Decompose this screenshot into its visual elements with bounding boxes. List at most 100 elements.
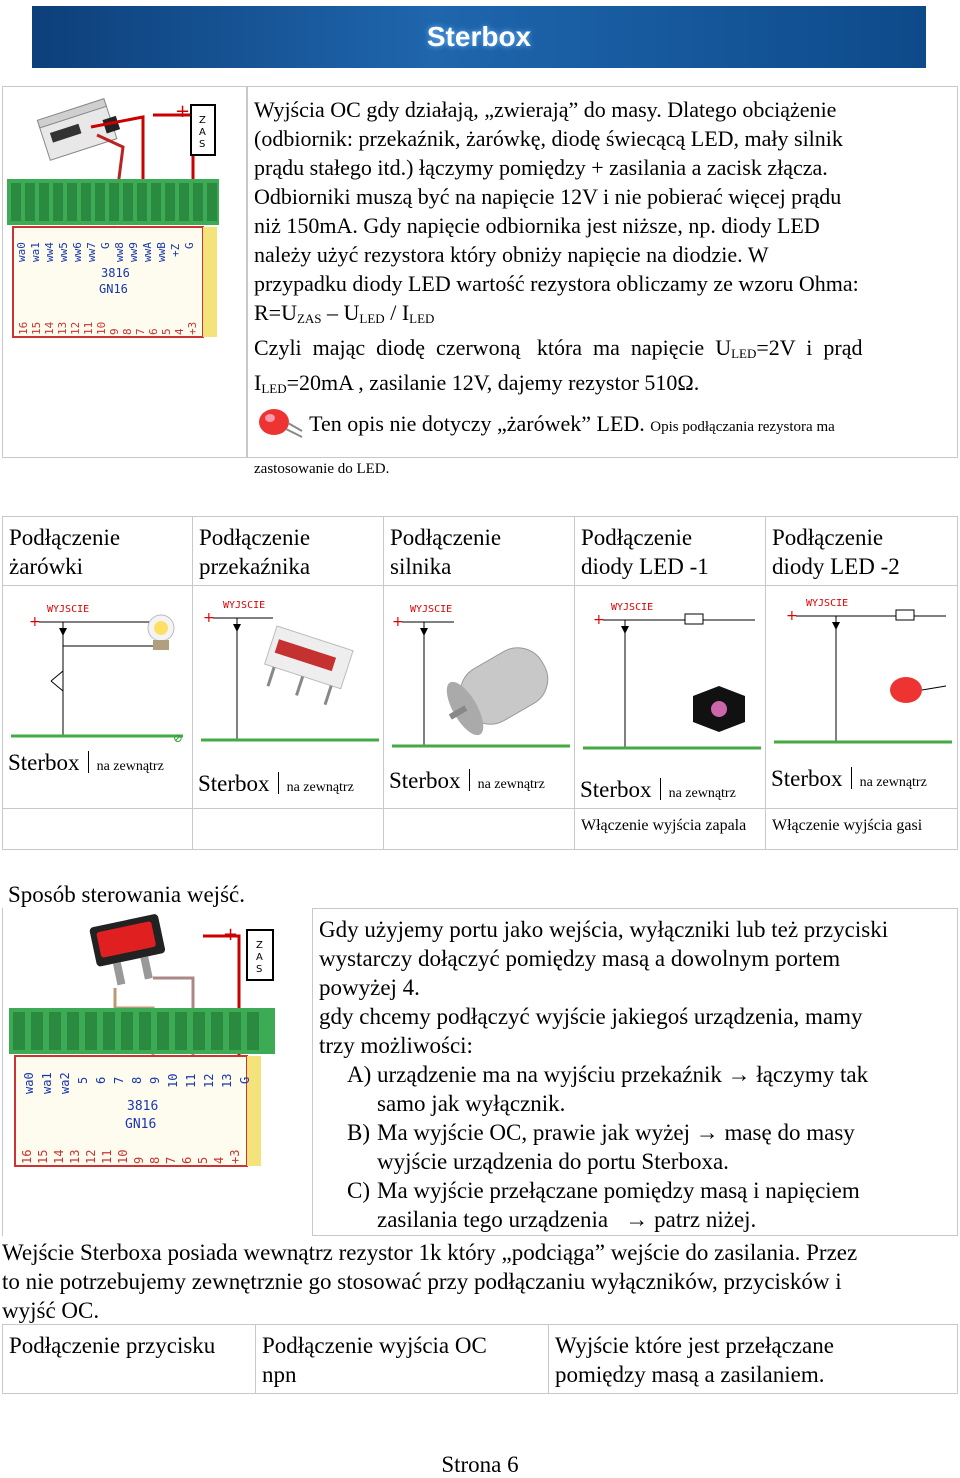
svg-text:14: 14 — [43, 321, 56, 335]
diagram-led-1: WYJSCIE + — [574, 585, 766, 809]
svg-text:WYJSCIE: WYJSCIE — [611, 602, 653, 613]
svg-text:wa2: wa2 — [58, 1072, 72, 1094]
svg-text:S: S — [256, 964, 262, 975]
svg-text:13: 13 — [68, 1150, 82, 1164]
led-note: Ten opis nie dotyczy „żarówek” LED. Opis… — [254, 405, 951, 443]
svg-text:+: + — [223, 924, 238, 945]
desc-line: Odbiorniki muszą być na napięcie 12V i n… — [254, 184, 842, 209]
svg-text:Z: Z — [199, 115, 206, 126]
svg-text:ww9: ww9 — [127, 242, 140, 262]
page-number: Strona 6 — [441, 1452, 519, 1477]
svg-text:14: 14 — [52, 1150, 66, 1164]
plus-label: + — [175, 101, 190, 122]
svg-text:WYJSCIE: WYJSCIE — [806, 598, 848, 609]
chip-label-1: 3816 — [101, 266, 130, 280]
inputs-line: wystarczy dołączyć pomiędzy masą a dowol… — [319, 946, 841, 971]
svg-text:7: 7 — [134, 328, 147, 335]
svg-text:9: 9 — [132, 1157, 146, 1164]
svg-text:+Z: +Z — [169, 243, 182, 257]
svg-text:+: + — [593, 612, 605, 628]
svg-text:16: 16 — [17, 322, 30, 335]
svg-text:ww6: ww6 — [71, 242, 84, 262]
option-a: A)urządzenie ma na wyjściu przekaźnik → … — [347, 1062, 869, 1116]
svg-text:WYJSCIE: WYJSCIE — [47, 604, 89, 615]
svg-text:wa0: wa0 — [22, 1072, 36, 1094]
svg-text:+: + — [29, 614, 41, 630]
calc-line: Czyli mając diodę czerwoną która ma napi… — [254, 335, 863, 361]
svg-text:+3: +3 — [228, 1150, 242, 1164]
svg-text:6: 6 — [180, 1157, 194, 1164]
svg-text:11: 11 — [184, 1074, 198, 1088]
options-list: A)urządzenie ma na wyjściu przekaźnik → … — [319, 1060, 951, 1234]
switch-board-image: + Z A S wa0 wa1 wa2 5 6 7 8 9 10 11 12 1… — [2, 908, 313, 1236]
button-connection-cell: Podłączenie przycisku — [2, 1324, 256, 1394]
svg-text:7: 7 — [112, 1077, 126, 1084]
inputs-line: gdy chcemy podłączyć wyjście jakiegoś ur… — [319, 1004, 863, 1029]
svg-text:+: + — [203, 610, 215, 626]
svg-text:9: 9 — [108, 328, 121, 335]
ohm-formula: R=UZAS – ULED / ILED — [254, 300, 435, 326]
chip-label-2: GN16 — [99, 282, 128, 296]
svg-text:11: 11 — [82, 322, 95, 335]
svg-text:8: 8 — [121, 328, 134, 335]
svg-text:⊘: ⊘ — [173, 731, 183, 745]
inputs-line: Gdy użyjemy portu jako wejścia, wyłączni… — [319, 917, 889, 942]
svg-text:GN16: GN16 — [125, 1117, 156, 1132]
svg-text:A: A — [199, 127, 206, 138]
pullup-paragraph: Wejście Sterboxa posiada wewnątrz rezyst… — [2, 1240, 858, 1323]
svg-text:G: G — [99, 242, 112, 249]
svg-text:5: 5 — [160, 328, 173, 335]
svg-text:15: 15 — [30, 322, 43, 335]
inputs-line: trzy możliwości: — [319, 1033, 473, 1058]
svg-text:9: 9 — [148, 1077, 162, 1084]
svg-text:ww5: ww5 — [57, 242, 70, 262]
svg-text:7: 7 — [164, 1157, 178, 1164]
diagram-relay: WYJSCIE + — [192, 585, 384, 809]
svg-text:4: 4 — [173, 328, 186, 335]
caption-bulb — [2, 808, 193, 850]
option-c: C)Ma wyjście przełączane pomiędzy masą i… — [347, 1178, 860, 1232]
caption-led-1: Włączenie wyjścia zapala — [574, 808, 766, 850]
caption-led-2: Włączenie wyjścia gasi — [765, 808, 958, 850]
section-title-inputs: Sposób sterowania wejść. — [8, 882, 245, 907]
svg-text:6: 6 — [147, 328, 160, 335]
svg-text:+3: +3 — [186, 322, 199, 335]
desc-line: należy użyć rezystora który obniży napię… — [254, 242, 769, 267]
svg-text:+: + — [392, 614, 404, 630]
led-note-small-2: zastosowanie do LED. — [254, 461, 390, 477]
desc-line: niż 150mA. Gdy napięcie odbiornika jest … — [254, 213, 820, 238]
svg-text:6: 6 — [94, 1077, 108, 1084]
banner-title: Sterbox — [426, 21, 532, 52]
svg-text:wwA: wwA — [141, 242, 154, 262]
svg-text:8: 8 — [130, 1077, 144, 1084]
caption-relay — [192, 808, 384, 850]
svg-text:ww8: ww8 — [113, 242, 126, 262]
svg-text:wa1: wa1 — [40, 1072, 54, 1094]
svg-text:13: 13 — [56, 322, 69, 335]
svg-text:5: 5 — [196, 1157, 210, 1164]
caption-motor — [383, 808, 575, 850]
svg-text:S: S — [199, 139, 205, 150]
svg-text:wa0: wa0 — [15, 242, 28, 262]
svg-text:G: G — [238, 1077, 252, 1084]
svg-text:WYJSCIE: WYJSCIE — [223, 600, 265, 611]
desc-line: prądu stałego itd.) łączymy pomiędzy + z… — [254, 155, 828, 180]
svg-text:10: 10 — [116, 1150, 130, 1164]
board-image-cell: + Z A S wa0 wa1 ww4 ww5 ww6 ww7 G ww8 ww… — [2, 86, 247, 458]
led-note-small: Opis podłączania rezystora ma — [650, 419, 835, 435]
svg-text:ww4: ww4 — [43, 242, 56, 262]
red-led-icon — [259, 409, 303, 438]
svg-text:16: 16 — [20, 1150, 34, 1164]
inputs-line: powyżej 4. — [319, 975, 420, 1000]
inputs-description: Gdy użyjemy portu jako wejścia, wyłączni… — [312, 908, 958, 1236]
svg-text:G: G — [183, 242, 196, 249]
